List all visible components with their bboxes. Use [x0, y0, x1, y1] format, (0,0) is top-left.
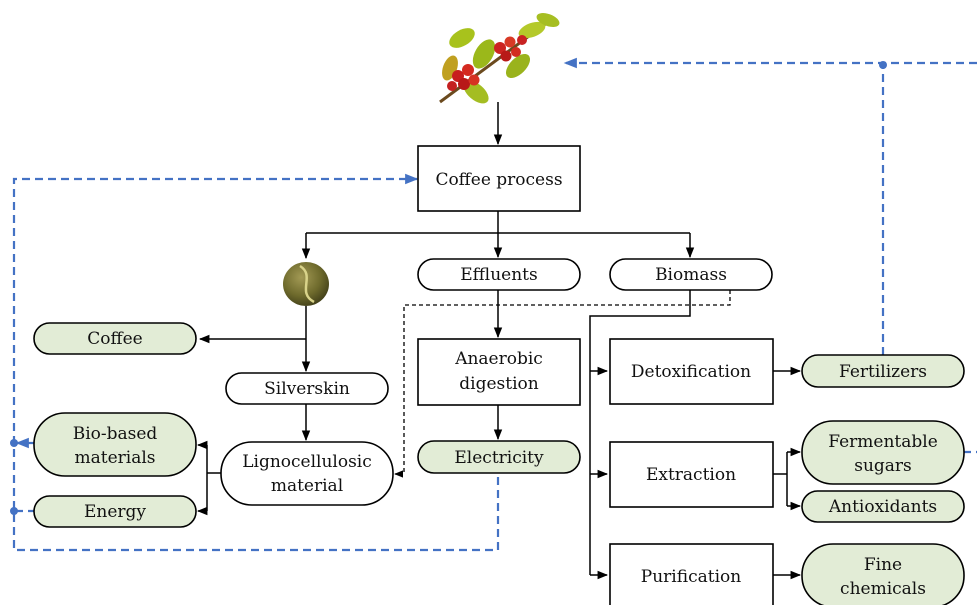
svg-text:Fertilizers: Fertilizers: [839, 362, 927, 382]
svg-text:Electricity: Electricity: [454, 448, 544, 468]
node-fine-chemicals: Fine chemicals: [801, 543, 965, 605]
svg-text:Coffee process: Coffee process: [435, 170, 562, 190]
svg-text:Purification: Purification: [641, 567, 741, 587]
node-effluents: Effluents: [417, 258, 581, 291]
node-biomass: Biomass: [609, 258, 773, 291]
svg-text:materials: materials: [74, 448, 155, 468]
svg-text:Fermentable: Fermentable: [828, 432, 938, 452]
svg-text:sugars: sugars: [854, 456, 912, 476]
recycle-loops: [10, 57, 977, 552]
node-electricity: Electricity: [417, 440, 581, 474]
svg-text:Lignocellulosic: Lignocellulosic: [242, 452, 372, 472]
node-bio-based-materials: Bio-based materials: [33, 412, 197, 477]
svg-text:Effluents: Effluents: [460, 265, 537, 285]
node-purification: Purification: [609, 543, 774, 605]
svg-text:material: material: [271, 476, 343, 496]
svg-text:Coffee: Coffee: [87, 329, 142, 349]
node-detoxification: Detoxification: [609, 338, 774, 405]
svg-text:Energy: Energy: [84, 502, 146, 522]
node-extraction: Extraction: [609, 441, 774, 508]
svg-text:Antioxidants: Antioxidants: [828, 497, 937, 517]
coffee-branch-icon: [439, 13, 560, 104]
node-antioxidants: Antioxidants: [801, 490, 965, 523]
svg-text:Bio-based: Bio-based: [73, 424, 158, 444]
svg-text:Anaerobic: Anaerobic: [454, 349, 543, 369]
node-anaerobic-digestion: Anaerobic digestion: [417, 338, 581, 406]
svg-text:Silverskin: Silverskin: [264, 379, 350, 399]
svg-text:chemicals: chemicals: [840, 579, 926, 599]
svg-text:Fine: Fine: [864, 555, 902, 575]
node-fermentable-sugars: Fermentable sugars: [801, 420, 965, 485]
node-coffee-process: Coffee process: [417, 145, 581, 212]
flow-connectors: [196, 102, 802, 580]
coffee-bean-icon: [283, 262, 329, 306]
node-lignocellulosic-material: Lignocellulosic material: [220, 441, 394, 506]
node-silverskin: Silverskin: [225, 372, 389, 405]
svg-text:digestion: digestion: [459, 374, 538, 394]
svg-text:Biomass: Biomass: [655, 265, 727, 285]
node-energy: Energy: [33, 495, 197, 528]
node-fertilizers: Fertilizers: [801, 354, 965, 388]
node-coffee: Coffee: [33, 322, 197, 355]
svg-text:Detoxification: Detoxification: [631, 362, 751, 382]
svg-text:Extraction: Extraction: [646, 465, 736, 485]
